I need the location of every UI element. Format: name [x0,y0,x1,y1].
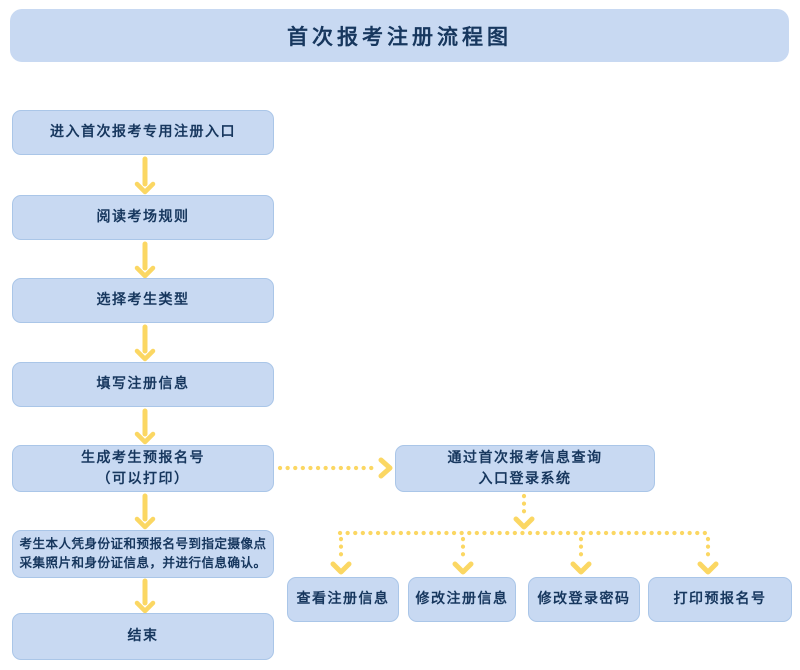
step-label-line1: 生成考生预报名号 [81,450,205,467]
arrow-down-2 [134,241,156,279]
action-label: 打印预报名号 [673,591,767,608]
step-generate-pre-registration-number: 生成考生预报名号 （可以打印） [12,445,274,492]
action-box-modify-password: 修改登录密码 [528,577,640,622]
step-read-exam-rules: 阅读考场规则 [12,195,274,240]
arrow-down-6 [134,578,156,614]
action-label: 修改登录密码 [537,591,631,608]
step-fill-registration-info: 填写注册信息 [12,362,274,407]
dotted-arrow-right-to-query [277,457,393,479]
flowchart-title: 首次报考注册流程图 [10,9,789,62]
step-photo-collection-confirmation: 考生本人凭身份证和预报名号到指定摄像点 采集照片和身份证信息，并进行信息确认。 [12,530,274,578]
action-box-view-registration: 查看注册信息 [287,577,399,622]
step-label-line2: 采集照片和身份证信息，并进行信息确认。 [19,555,267,570]
dotted-arrow-action-4 [697,536,719,575]
step-label: 结束 [127,628,159,645]
step-end: 结束 [12,613,274,660]
arrow-down-1 [134,156,156,195]
flowchart-title-text: 首次报考注册流程图 [287,24,512,49]
arrow-down-3 [134,324,156,362]
arrow-down-4 [134,408,156,445]
query-label-line1: 通过首次报考信息查询 [447,450,603,467]
query-label-line2: 入口登录系统 [478,470,572,487]
step-label: 填写注册信息 [96,376,190,393]
step-label-line2: （可以打印） [96,470,190,487]
step-label-line1: 考生本人凭身份证和预报名号到指定摄像点 [19,536,267,552]
action-box-print-number: 打印预报名号 [648,577,792,622]
dotted-arrow-action-3 [570,536,592,575]
dotted-arrow-query-down [513,493,535,530]
step-enter-registration-entry: 进入首次报考专用注册入口 [12,110,274,155]
step-label: 选择考生类型 [96,292,190,309]
dotted-arrow-action-2 [452,536,474,575]
dotted-arrow-action-1 [330,536,352,575]
step-label: 阅读考场规则 [96,209,190,226]
action-box-modify-registration: 修改注册信息 [408,577,516,622]
arrow-down-5 [134,493,156,530]
step-label: 进入首次报考专用注册入口 [50,124,236,141]
step-select-candidate-type: 选择考生类型 [12,278,274,323]
query-login-box: 通过首次报考信息查询 入口登录系统 [395,445,655,492]
action-label: 修改注册信息 [415,591,509,608]
action-label: 查看注册信息 [296,591,390,608]
